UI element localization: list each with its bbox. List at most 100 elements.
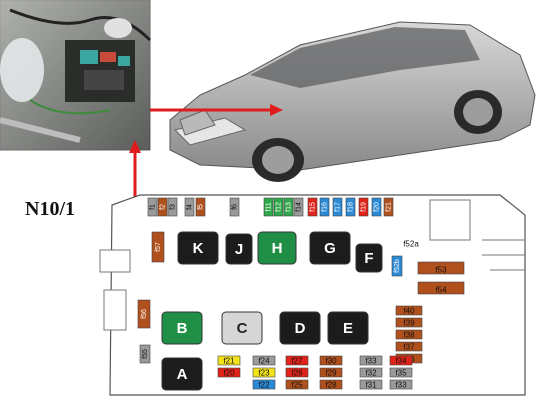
fuse-f17: f17 — [332, 197, 343, 217]
fuse-body — [345, 197, 356, 217]
fuse-label: f38 — [403, 331, 415, 340]
fuse-body — [252, 379, 276, 390]
fuse-body — [263, 197, 274, 217]
fuse-f18: f18 — [345, 197, 356, 217]
fuse-label: f33 — [365, 357, 377, 366]
fuse-f25: f25 — [285, 379, 309, 390]
fuse-body — [273, 197, 284, 217]
fuse-f37: f37 — [395, 341, 423, 352]
fuse-body — [285, 379, 309, 390]
fuse-f21: f21 — [217, 355, 241, 366]
relay-body — [257, 231, 297, 265]
fuse-f15: f15 — [307, 197, 318, 217]
fuse-body — [157, 197, 168, 217]
relay-body — [309, 231, 351, 265]
fuse-body — [391, 255, 403, 277]
relay-a: A — [161, 357, 203, 391]
fuse-label: f56 — [141, 309, 148, 319]
fuse-body — [184, 197, 195, 217]
fuse-body — [332, 197, 343, 217]
fuse-label: f22 — [258, 381, 270, 390]
fuse-f33: f33 — [359, 355, 383, 366]
fuse-label: f35 — [395, 369, 407, 378]
relay-body — [177, 231, 219, 265]
relay-label: K — [193, 240, 204, 257]
fuse-f26: f26 — [285, 367, 309, 378]
relay-body — [221, 311, 263, 345]
fuse-body — [307, 197, 318, 217]
relay-k: K — [177, 231, 219, 265]
fuse-label: f6 — [232, 204, 239, 210]
fuse-f38: f38 — [395, 329, 423, 340]
fuse-f2: f2 — [157, 197, 168, 217]
fuse-f1: f1 — [147, 197, 158, 217]
arrow-head-right — [270, 104, 283, 116]
fuse-body — [137, 299, 151, 329]
fuse-label: f29 — [325, 369, 337, 378]
fuse-f57: f57 — [151, 231, 165, 263]
fuse-body — [139, 344, 151, 364]
relay-label: G — [324, 240, 336, 257]
fuse-f19: f19 — [358, 197, 369, 217]
fuse-body — [395, 341, 423, 352]
fuse-body — [371, 197, 382, 217]
arrow-head-up — [129, 140, 141, 153]
fuse-f13: f13 — [283, 197, 294, 217]
fuse-label: f18 — [348, 202, 355, 212]
fuse-label: f31 — [365, 381, 377, 390]
fuse-label: f20 — [374, 202, 381, 212]
fuse-body — [285, 355, 309, 366]
fuse-label: f54 — [435, 286, 447, 295]
relay-body — [355, 243, 383, 273]
fuse-body — [195, 197, 206, 217]
fuse-body — [404, 236, 418, 248]
relay-body — [327, 311, 369, 345]
fuse-body — [283, 197, 294, 217]
fuse-label: f21 — [223, 357, 235, 366]
fuse-f52a: f52a — [403, 236, 419, 249]
fuse-body — [147, 197, 158, 217]
fuse-f11: f11 — [263, 197, 274, 217]
fuse-label: f11 — [266, 202, 273, 211]
relay-label: E — [343, 320, 353, 337]
fuse-label: f12 — [276, 202, 283, 212]
fuse-body — [285, 367, 309, 378]
fuse-body — [319, 355, 343, 366]
fuse-body — [319, 197, 330, 217]
fuse-body — [319, 367, 343, 378]
fuse-label: f39 — [403, 319, 415, 328]
fuse-label: f26 — [291, 369, 303, 378]
relay-body — [279, 311, 321, 345]
fuse-f20: f20 — [217, 367, 241, 378]
fuse-body — [151, 231, 165, 263]
fuse-label: f52b — [394, 259, 401, 273]
relay-label: F — [364, 250, 373, 267]
fuse-body — [319, 379, 343, 390]
fuse-f39: f39 — [395, 317, 423, 328]
fuse-label: f17 — [335, 202, 342, 212]
relay-e: E — [327, 311, 369, 345]
fuse-body — [359, 355, 383, 366]
fuse-label: f27 — [291, 357, 303, 366]
fuse-label: f53 — [435, 266, 447, 275]
relay-label: D — [295, 320, 306, 337]
car-illustration — [169, 21, 536, 182]
fuse-body — [252, 367, 276, 378]
fuse-body — [217, 367, 241, 378]
relay-label: A — [177, 366, 188, 383]
diagram-title: N10/1 — [25, 198, 75, 220]
fuse-body — [252, 355, 276, 366]
fuse-body — [389, 367, 413, 378]
fuse-f30: f30 — [319, 355, 343, 366]
fuse-f12: f12 — [273, 197, 284, 217]
fuse-body — [167, 197, 178, 217]
fuse-f32: f32 — [359, 367, 383, 378]
fuse-f31: f31 — [359, 379, 383, 390]
fuse-label: f14 — [296, 202, 303, 212]
fuse-label: f3 — [170, 204, 177, 210]
fuse-label: f28 — [325, 381, 337, 390]
fuse-f54: f54 — [417, 281, 465, 295]
fuse-body — [389, 355, 413, 366]
fuse-label: f32 — [365, 369, 377, 378]
